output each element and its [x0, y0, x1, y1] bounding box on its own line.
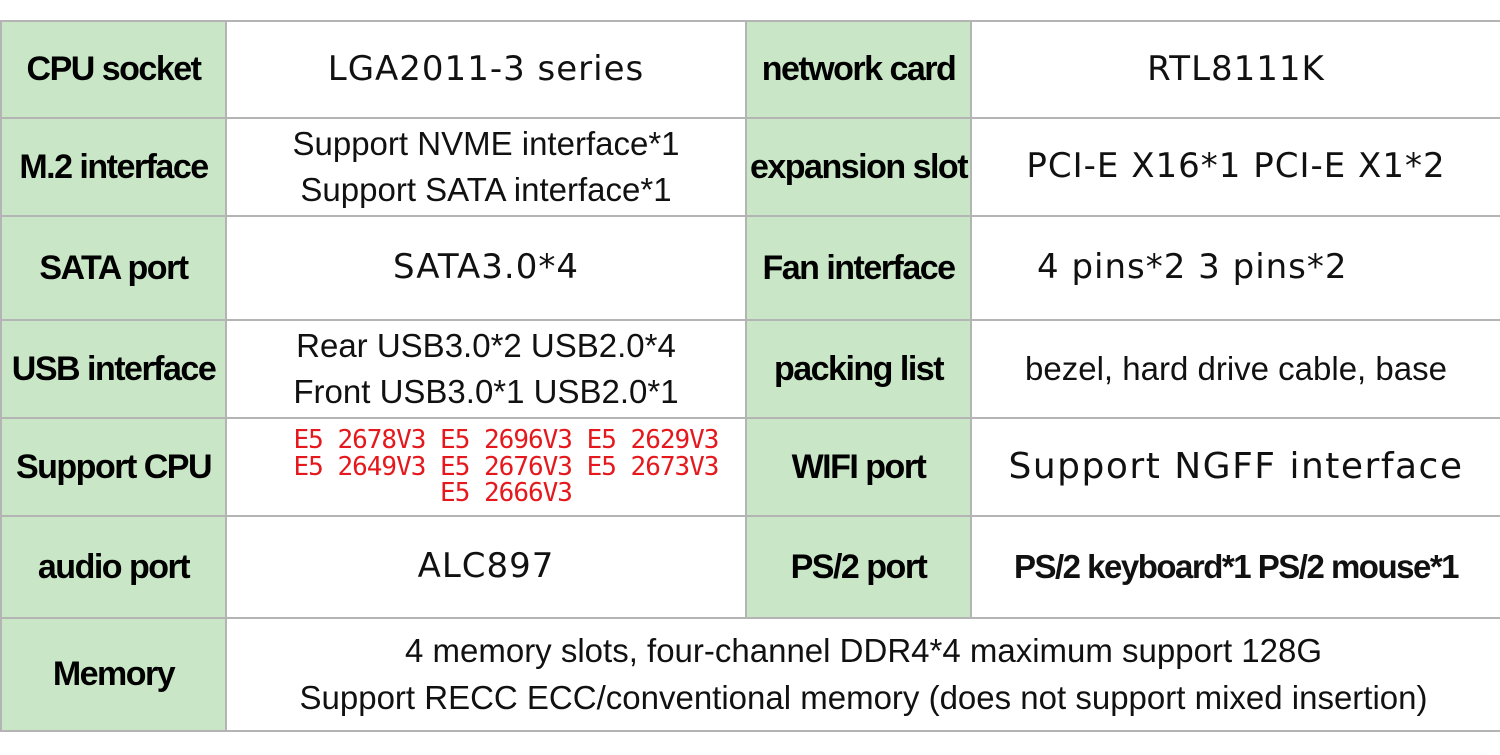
m2-interface-line: Support NVME interface*1: [292, 124, 680, 162]
cpu-socket-value: LGA2011-3 series: [225, 20, 747, 119]
support-cpu-value: E5 2678V3 E5 2696V3 E5 2629V3 E5 2649V3 …: [225, 417, 747, 517]
spec-row-memory: Memory 4 memory slots, four-channel DDR4…: [0, 617, 1500, 732]
spec-row-audio-port: audio port ALC897 PS/2 port PS/2 keyboar…: [0, 515, 1500, 619]
m2-interface-value: Support NVME interface*1 Support SATA in…: [225, 117, 747, 217]
sata-port-value: SATA3.0*4: [225, 215, 747, 321]
support-cpu-line: E5 2666V3: [440, 478, 573, 509]
memory-label: Memory: [0, 617, 227, 732]
audio-port-value: ALC897: [225, 515, 747, 619]
memory-line: Support RECC ECC/conventional memory (do…: [299, 678, 1428, 716]
cpu-socket-label: CPU socket: [0, 20, 227, 119]
audio-port-label: audio port: [0, 515, 227, 619]
packing-list-value: bezel, hard drive cable, base: [970, 319, 1500, 419]
usb-interface-line: Rear USB3.0*2 USB2.0*4: [296, 326, 676, 364]
support-cpu-label: Support CPU: [0, 417, 227, 517]
spec-row-m2-interface: M.2 interface Support NVME interface*1 S…: [0, 117, 1500, 217]
m2-interface-label: M.2 interface: [0, 117, 227, 217]
fan-interface-value: 4 pins*2 3 pins*2: [970, 215, 1500, 321]
usb-interface-label: USB interface: [0, 319, 227, 419]
spec-table: CPU socket LGA2011-3 series network card…: [0, 20, 1500, 732]
sata-port-label: SATA port: [0, 215, 227, 321]
expansion-slot-value: PCI-E X16*1 PCI-E X1*2: [970, 117, 1500, 217]
expansion-slot-label: expansion slot: [745, 117, 972, 217]
ps2-port-label: PS/2 port: [745, 515, 972, 619]
memory-value: 4 memory slots, four-channel DDR4*4 maxi…: [225, 617, 1500, 732]
wifi-port-label: WIFI port: [745, 417, 972, 517]
support-cpu-line: E5 2678V3 E5 2696V3 E5 2629V3: [293, 425, 720, 456]
network-card-value: RTL8111K: [970, 20, 1500, 119]
support-cpu-line: E5 2649V3 E5 2676V3 E5 2673V3: [293, 451, 720, 482]
network-card-label: network card: [745, 20, 972, 119]
ps2-port-value: PS/2 keyboard*1 PS/2 mouse*1: [970, 515, 1500, 619]
fan-interface-label: Fan interface: [745, 215, 972, 321]
m2-interface-line: Support SATA interface*1: [300, 171, 672, 208]
usb-interface-line: Front USB3.0*1 USB2.0*1: [293, 373, 679, 410]
memory-line: 4 memory slots, four-channel DDR4*4 maxi…: [404, 632, 1323, 670]
usb-interface-value: Rear USB3.0*2 USB2.0*4 Front USB3.0*1 US…: [225, 319, 747, 419]
packing-list-label: packing list: [745, 319, 972, 419]
spec-row-usb-interface: USB interface Rear USB3.0*2 USB2.0*4 Fro…: [0, 319, 1500, 419]
spec-row-support-cpu: Support CPU E5 2678V3 E5 2696V3 E5 2629V…: [0, 417, 1500, 517]
spec-row-sata-port: SATA port SATA3.0*4 Fan interface 4 pins…: [0, 215, 1500, 321]
spec-row-cpu-socket: CPU socket LGA2011-3 series network card…: [0, 20, 1500, 119]
wifi-port-value: Support NGFF interface: [970, 417, 1500, 517]
